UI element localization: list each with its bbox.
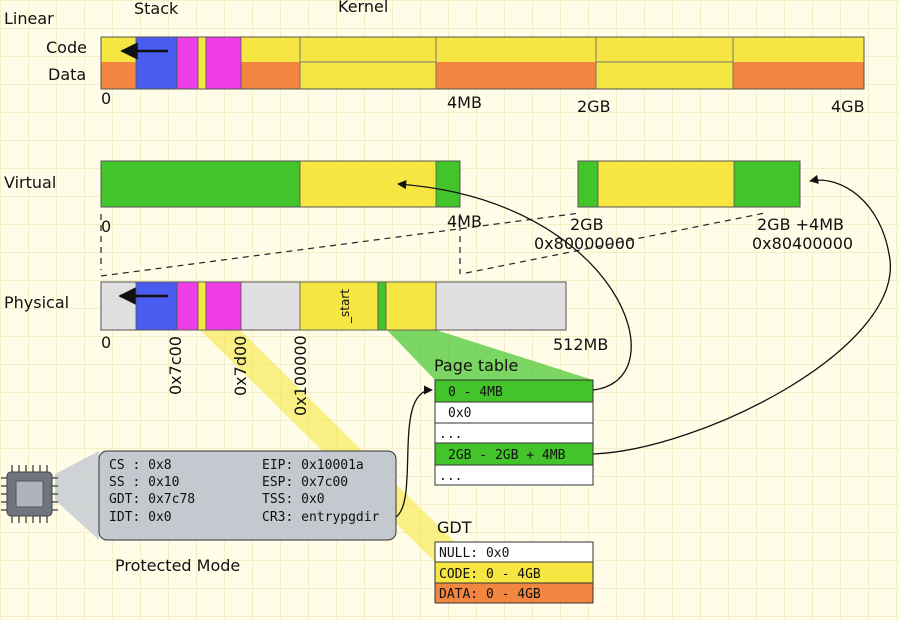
linear-tick-2gb: 2GB — [577, 97, 611, 116]
physical-tick-0x100000: 0x100000 — [291, 335, 310, 416]
linear-magenta-block-1 — [176, 36, 199, 90]
cpu-chip-icon — [1, 465, 58, 523]
physical-label: Physical — [4, 293, 69, 312]
page-table-row-2-text: ... — [439, 427, 462, 442]
physical-tick-0: 0 — [101, 333, 111, 352]
page-table-title: Page table — [434, 356, 518, 375]
register-cs: CS : 0x8 — [109, 458, 172, 473]
register-esp: ESP: 0x7c00 — [262, 475, 348, 490]
gdt-title: GDT — [437, 518, 472, 537]
cr3-to-page-table-arrow — [395, 385, 433, 518]
virtual-tick-4mb: 4MB — [447, 212, 482, 231]
page-table-to-virtual-high-arrow — [592, 174, 891, 455]
kernel-label: Kernel — [338, 0, 388, 16]
virtual-tick-2gb: 2GB — [570, 215, 604, 234]
physical-tick-0x7c00: 0x7c00 — [166, 336, 185, 395]
virtual-tick-0: 0 — [101, 217, 111, 236]
page-table-projection — [387, 330, 593, 380]
data-label: Data — [48, 65, 86, 84]
physical-tick-0x7d00: 0x7d00 — [231, 336, 250, 396]
linear-tick-0: 0 — [101, 89, 111, 108]
page-table: 0 - 4MB 0x0 ... 2GB - 2GB + 4MB ... — [434, 379, 594, 486]
gdt-row-code-text: CODE: 0 - 4GB — [439, 567, 541, 582]
virtual-label: Virtual — [4, 173, 56, 192]
register-eip: EIP: 0x10001a — [262, 458, 364, 473]
register-cr3: CR3: entrypgdir — [262, 510, 380, 525]
virtual-low-region — [100, 160, 461, 208]
linear-magenta-block-2 — [205, 36, 242, 90]
gdt-row-data — [434, 582, 594, 604]
gdt-row-null-text: NULL: 0x0 — [439, 546, 509, 561]
page-table-row-1-text: 0x0 — [448, 406, 471, 421]
register-gdt: GDT: 0x7c78 — [109, 492, 195, 507]
linear-label: Linear — [4, 9, 54, 28]
register-idt: IDT: 0x0 — [109, 510, 172, 525]
physical-memory-bar — [100, 281, 567, 331]
page-table-row-3-text: 2GB - 2GB + 4MB — [448, 448, 566, 463]
cpu-panel-projection — [55, 451, 99, 540]
page-table-row-0-text: 0 - 4MB — [448, 385, 503, 400]
linear-tick-4gb: 4GB — [831, 97, 865, 116]
cpu-register-panel — [98, 450, 397, 541]
code-label: Code — [46, 38, 87, 57]
linear-yellow-strip — [197, 36, 207, 90]
page-table-row-4-text: ... — [439, 469, 462, 484]
mapping-dashed-lines — [100, 212, 766, 277]
stack-label: Stack — [134, 0, 179, 18]
linear-outline — [100, 36, 865, 90]
start-symbol-label: _start — [338, 289, 352, 324]
register-ss: SS : 0x10 — [109, 475, 179, 490]
virtual-tick-0x80400000: 0x80400000 — [752, 234, 853, 253]
page-table-row-4 — [434, 464, 594, 486]
gdt-row-data-text: DATA: 0 - 4GB — [439, 587, 541, 602]
page-table-to-virtual-low-arrow — [397, 180, 632, 391]
gdt-projection — [200, 330, 475, 562]
gdt-table: NULL: 0x0 CODE: 0 - 4GB DATA: 0 - 4GB — [434, 541, 594, 604]
linear-stack-block — [135, 36, 178, 90]
protected-mode-label: Protected Mode — [115, 556, 240, 575]
linear-tick-4mb: 4MB — [447, 93, 482, 112]
physical-tick-512mb: 512MB — [553, 335, 608, 354]
virtual-tick-2gb-plus-4mb: 2GB +4MB — [757, 215, 844, 234]
virtual-tick-0x80000000: 0x80000000 — [534, 234, 635, 253]
virtual-high-region — [577, 160, 801, 208]
register-tss: TSS: 0x0 — [262, 492, 325, 507]
